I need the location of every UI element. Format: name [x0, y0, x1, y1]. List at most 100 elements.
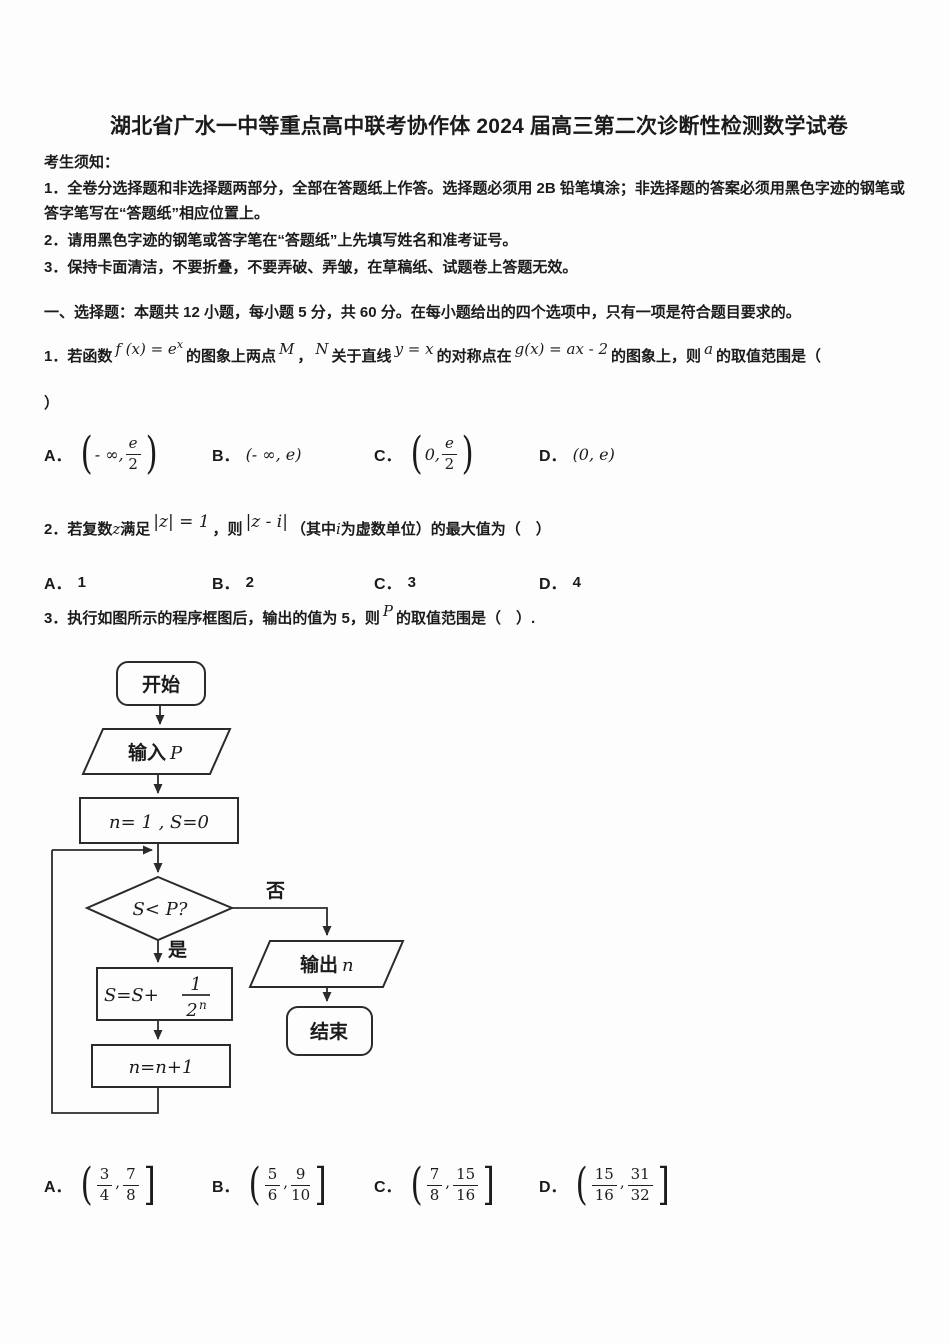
- q1-option-D-value: (0, e): [572, 444, 615, 464]
- flowchart-output-node: 输出 n: [248, 940, 405, 988]
- q1-option-A-pre: - ∞,: [94, 444, 124, 464]
- flowchart-start-node: 开始: [116, 661, 206, 706]
- q1-formula-gx: g(x) = ax - 2: [514, 340, 609, 358]
- q1-option-B-value: (- ∞, e): [245, 444, 302, 464]
- q2-var-i: i: [335, 520, 341, 538]
- q1-seg1: 1．若函数: [44, 348, 113, 365]
- q3-option-C-f1-num: 7: [426, 1166, 443, 1186]
- q3-option-A-f1-den: 4: [99, 1185, 110, 1204]
- flowchart-assign-frac-numerator: 1: [190, 974, 201, 995]
- flowchart-increment-label: n=n+1: [129, 1057, 194, 1078]
- flowchart-input-label: 输入: [128, 741, 166, 764]
- q2-option-A-value: 1: [77, 573, 86, 591]
- q3-option-D-f2-den: 32: [630, 1185, 650, 1204]
- q1-seg7: 的取值范围是（: [716, 348, 822, 365]
- q3-option-B-f2-num: 9: [291, 1166, 311, 1186]
- q3-option-D-open-paren: (: [575, 1159, 588, 1211]
- q1-option-C-pre: 0,: [424, 444, 440, 464]
- q3-option-D-f1-num: 15: [591, 1166, 617, 1186]
- q3-option-C-open-paren: (: [410, 1159, 423, 1211]
- flowchart-yes-label: 是: [168, 939, 187, 961]
- flowchart-no-label: 否: [265, 881, 285, 902]
- page-title: 湖北省广水一中等重点高中联考协作体 2024 届高三第二次诊断性检测数学试卷: [110, 115, 848, 138]
- notice-heading: 考生须知：: [44, 154, 120, 171]
- flowchart-init-label: n= 1 , S=0: [109, 812, 209, 833]
- q2-seg3: ，则: [212, 521, 243, 538]
- q2-option-C: C． 3: [374, 570, 539, 594]
- flowchart-arrow-condition-to-output: [232, 907, 332, 936]
- q2-option-B: B． 2: [212, 570, 374, 594]
- q1-option-D-label: D．: [539, 448, 567, 465]
- flowchart-loop-back-path: [51, 850, 159, 1114]
- q2-seg1: 2．若复数: [44, 521, 113, 538]
- q1-formula-fx: f (x) = ex: [112, 328, 186, 366]
- flowchart-assign-node: S=S+ 1 2 n: [96, 967, 233, 1021]
- q1-seg5: 的对称点在: [436, 348, 512, 365]
- q1-option-C-numerator: e: [442, 435, 457, 455]
- q1-seg6: 的图象上，则: [611, 348, 702, 365]
- q3-option-C-comma: ,: [445, 1172, 451, 1191]
- q1-formula-yx: y = x: [394, 340, 434, 358]
- flowchart-increment-node: n=n+1: [91, 1044, 231, 1088]
- q2-option-B-label: B．: [212, 576, 240, 593]
- q3-option-D-close-bracket: ]: [657, 1159, 670, 1211]
- q1-option-A-close-paren: ): [145, 428, 158, 480]
- q3-option-D-label: D．: [539, 1179, 567, 1196]
- flowchart-output-label: 输出: [300, 953, 338, 976]
- flowchart-assign-frac-denominator: 2: [185, 1000, 197, 1021]
- flowchart-assign-pre: S=S+: [104, 985, 159, 1006]
- q1-seg2: 的图象上两点: [186, 348, 277, 365]
- flowchart-init-node: n= 1 , S=0: [79, 797, 239, 844]
- q1-option-B-label: B．: [212, 448, 240, 465]
- q1-option-A-label: A．: [44, 448, 72, 465]
- q3-option-B-close-bracket: ]: [314, 1159, 327, 1211]
- q3-option-A-comma: ,: [115, 1172, 121, 1191]
- q3-seg2: 的取值范围是（ ）.: [395, 610, 536, 627]
- q2-formula-modzi: |z - i|: [245, 512, 288, 532]
- q3-option-A-f1-num: 3: [96, 1166, 113, 1186]
- q3-option-C-close-bracket: ]: [482, 1159, 495, 1211]
- q3-option-C-label: C．: [374, 1179, 402, 1196]
- q1-seg3: ，: [297, 348, 313, 365]
- section-1-heading: 一、选择题：本题共 12 小题，每小题 5 分，共 60 分。在每小题给出的四个…: [44, 304, 801, 321]
- q1-fx-sup: x: [176, 338, 184, 351]
- question-2-text: 2．若复数z满足|z| = 1，则|z - i|（其中i为虚数单位）的最大值为（…: [44, 512, 914, 545]
- flowchart-condition-label: S< P?: [133, 899, 188, 920]
- q3-var-P: P: [382, 602, 393, 620]
- q2-option-C-value: 3: [407, 573, 416, 591]
- q3-option-B-f2-den: 10: [291, 1185, 311, 1204]
- notice-item-3: 3．保持卡面清洁，不要折叠，不要弄破、弄皱，在草稿纸、试题卷上答题无效。: [44, 259, 578, 276]
- q3-option-B-label: B．: [212, 1179, 240, 1196]
- q3-seg1: 3．执行如图所示的程序框图后，输出的值为 5，则: [44, 610, 380, 627]
- q2-seg4: （其中: [290, 521, 336, 538]
- question-1-close-paren: ）: [44, 395, 60, 412]
- flowchart-end-label: 结束: [310, 1020, 349, 1043]
- q3-option-B-comma: ,: [283, 1172, 289, 1191]
- q3-option-A-close-bracket: ]: [143, 1159, 156, 1211]
- q1-fx-base: f (x) = e: [115, 340, 177, 358]
- q3-option-A-label: A．: [44, 1179, 72, 1196]
- flowchart-figure: 开始 输入 P n= 1 , S=0 S< P? 否: [44, 650, 914, 1135]
- notice-item-1: 1．全卷分选择题和非选择题两部分，全部在答题纸上作答。选择题必须用 2B 铅笔填…: [44, 180, 905, 222]
- q2-option-C-label: C．: [374, 576, 402, 593]
- q2-var-z: z: [112, 520, 121, 538]
- q3-option-A-f2-den: 8: [126, 1185, 136, 1204]
- q3-option-B-f1-den: 6: [267, 1185, 278, 1204]
- q3-option-D-comma: ,: [619, 1172, 625, 1191]
- notice-section: 考生须知： 1．全卷分选择题和非选择题两部分，全部在答题纸上作答。选择题必须用 …: [44, 152, 914, 280]
- q2-option-A: A． 1: [44, 570, 212, 594]
